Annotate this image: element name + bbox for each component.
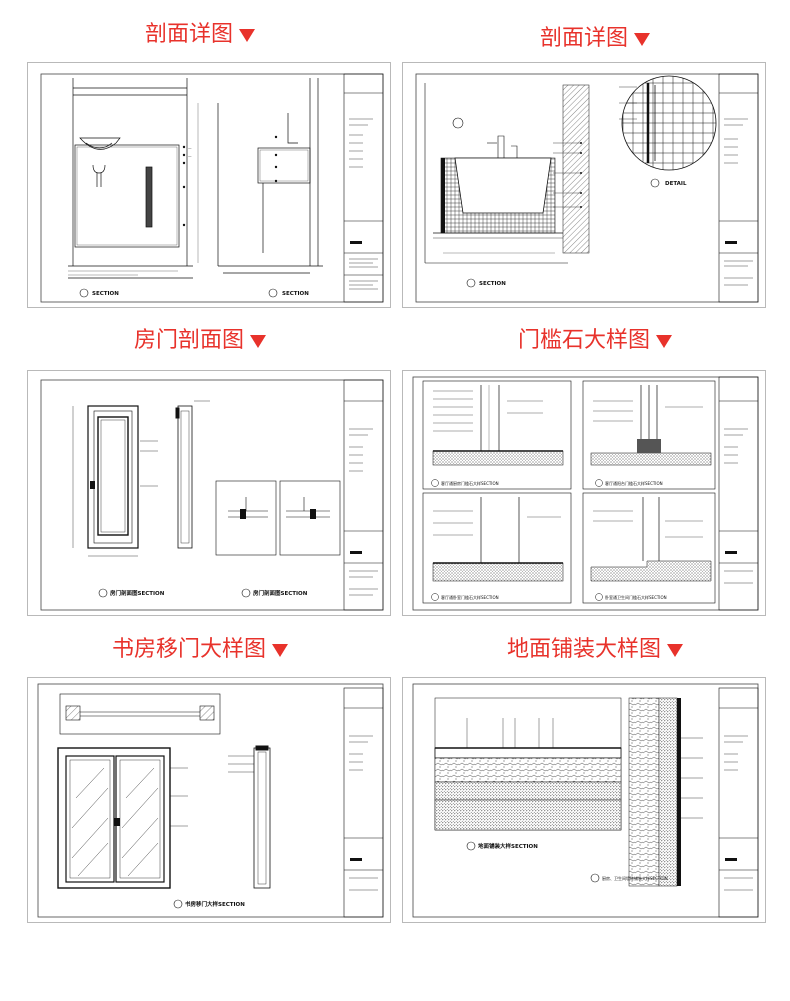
- drawing-panel-5: 书房移门大样SECTION: [27, 677, 391, 923]
- section-caption: SECTION: [479, 281, 506, 287]
- down-triangle-icon: [239, 28, 255, 42]
- drawing-sheet: SECTION DETAIL: [415, 73, 759, 303]
- svg-text:—: —: [188, 154, 192, 158]
- title-door-section: 房门剖面图: [80, 324, 320, 358]
- detail-caption: DETAIL: [665, 181, 687, 187]
- down-triangle-icon: [250, 334, 266, 348]
- floor-caption: 地面铺装大样SECTION: [478, 842, 538, 850]
- drawing-sheet: 客厅通厨房门槛石大样SECTION 客厅通阳台门槛石大样SECTION 客厅通卧…: [412, 376, 759, 611]
- caption-bathroom: 卧室通卫生间门槛石大样SECTION: [605, 594, 667, 600]
- scale-bar: [350, 241, 362, 244]
- drawing-panel-2: SECTION DETAIL: [402, 62, 766, 308]
- section-caption-right: 房门剖面图SECTION: [253, 589, 308, 597]
- drawing-sheet: 书房移门大样SECTION: [37, 683, 384, 918]
- title-text: 地面铺装大样图: [506, 637, 661, 662]
- title-text: 书房移门大样图: [111, 637, 266, 662]
- drawing-panel-3: 房门剖面图SECTION 房门剖面图SECTION: [27, 370, 391, 616]
- down-triangle-icon: [656, 334, 672, 348]
- title-text: 剖面详图: [144, 22, 233, 47]
- drawing-sheet: — — SECTION SECTION: [40, 73, 384, 303]
- drawing-panel-4: 客厅通厨房门槛石大样SECTION 客厅通阳台门槛石大样SECTION 客厅通卧…: [402, 370, 766, 616]
- drawing-sheet: 房门剖面图SECTION 房门剖面图SECTION: [40, 379, 384, 611]
- svg-text:—: —: [188, 146, 192, 150]
- title-floor-paving-detail: 地面铺装大样图: [475, 633, 715, 667]
- section-caption-left: 房门剖面图SECTION: [110, 589, 165, 597]
- title-threshold-detail: 门槛石大样图: [475, 324, 715, 358]
- down-triangle-icon: [272, 643, 288, 657]
- title-text: 房门剖面图: [133, 328, 244, 353]
- caption-bedroom: 客厅通卧室门槛石大样SECTION: [441, 594, 499, 600]
- title-sliding-door-detail: 书房移门大样图: [80, 633, 320, 667]
- caption-kitchen: 客厅通厨房门槛石大样SECTION: [441, 480, 499, 486]
- caption-balcony: 客厅通阳台门槛石大样SECTION: [605, 480, 663, 486]
- title-section-detail-1: 剖面详图: [80, 18, 320, 52]
- title-section-detail-2: 剖面详图: [475, 22, 715, 56]
- drawing-panel-1: — — SECTION SECTION: [27, 62, 391, 308]
- section-caption: 书房移门大样SECTION: [185, 900, 245, 908]
- title-text: 剖面详图: [539, 26, 628, 51]
- drawing-panel-6: 地面铺装大样SECTION 厨房、卫生间墙砖铺装大样SECTION: [402, 677, 766, 923]
- title-text: 门槛石大样图: [517, 328, 650, 353]
- down-triangle-icon: [667, 643, 683, 657]
- drawing-sheet: 地面铺装大样SECTION 厨房、卫生间墙砖铺装大样SECTION: [412, 683, 759, 918]
- down-triangle-icon: [634, 32, 650, 46]
- section-caption-left: SECTION: [92, 291, 119, 297]
- section-caption-right: SECTION: [282, 291, 309, 297]
- wall-caption: 厨房、卫生间墙砖铺装大样SECTION: [602, 875, 668, 881]
